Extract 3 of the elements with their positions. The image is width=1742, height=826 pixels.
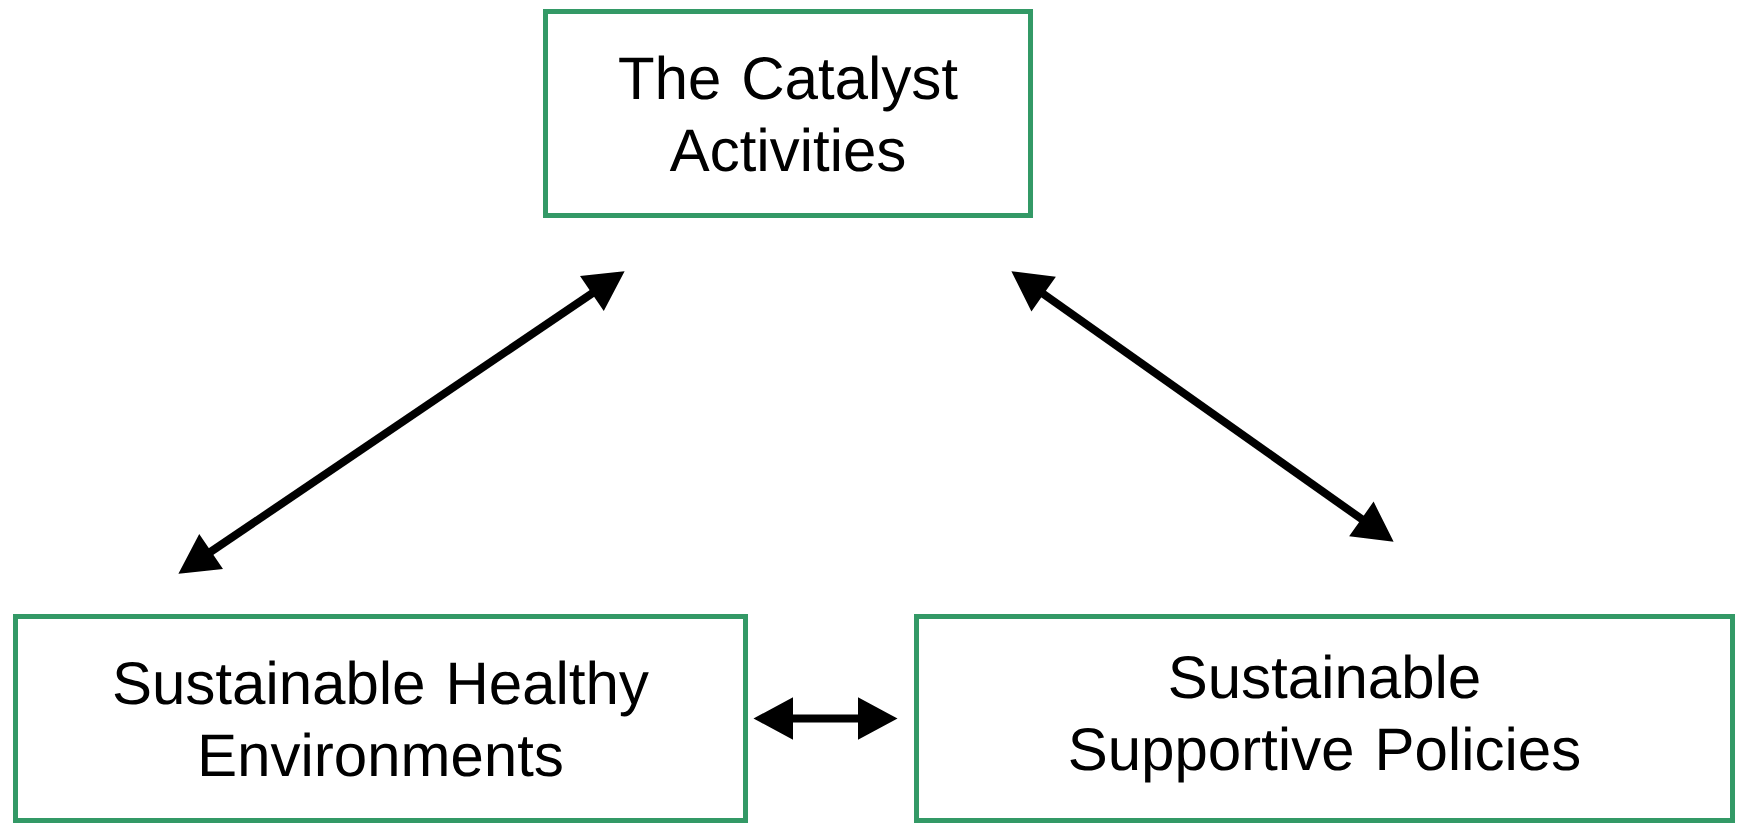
text-box: Sustainable Supportive Policies (914, 614, 1735, 823)
text-box: Sustainable Healthy Environments (13, 614, 748, 823)
text-box: The Catalyst Activities (543, 9, 1033, 218)
